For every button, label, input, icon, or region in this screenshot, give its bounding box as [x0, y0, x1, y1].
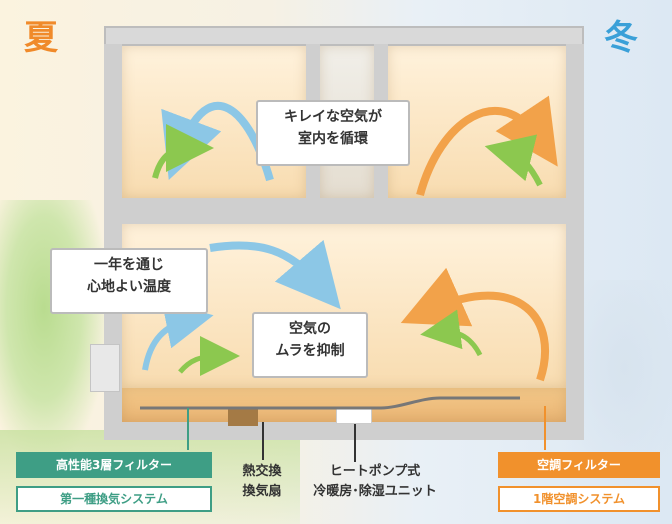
label-heat-pump-line1: ヒートポンプ式	[329, 464, 421, 479]
outdoor-unit	[90, 344, 120, 392]
floor-slab	[104, 198, 584, 224]
duct-line	[140, 396, 520, 410]
tag-ventilation-system: 第一種換気システム	[16, 486, 212, 512]
lower-blue-arrow	[209, 239, 341, 310]
label-heat-pump: ヒートポンプ式 冷暖房･除湿ユニット	[300, 462, 450, 502]
summer-tree	[0, 200, 110, 470]
upper-right-orange-arrow	[416, 95, 558, 197]
callout-comfort: 一年を通じ 心地よい温度	[50, 248, 208, 314]
upper-right-green-arrow	[484, 134, 543, 187]
upper-left-green-arrow	[152, 124, 214, 179]
label-heat-exchanger: 熱交換 換気扇	[222, 462, 302, 502]
label-heat-exchanger-line1: 熱交換	[242, 464, 282, 479]
callout-comfort-line2: 心地よい温度	[87, 279, 171, 295]
lower-right-green-arrow	[420, 309, 483, 357]
callout-even-air-line1: 空気の	[289, 321, 331, 337]
callout-comfort-line1: 一年を通じ	[94, 257, 164, 273]
winter-label: 冬	[604, 18, 638, 58]
lower-left-green-arrow	[178, 336, 240, 377]
callout-clean-air-line2: 室内を循環	[298, 131, 368, 147]
summer-label: 夏	[24, 18, 58, 58]
tag-filter-3layer: 高性能3層フィルター	[16, 452, 212, 478]
heat-exchanger-unit	[228, 408, 258, 426]
roof	[104, 26, 584, 46]
lower-left-blue-arrow	[142, 301, 214, 371]
foundation	[104, 422, 584, 440]
tag-ac-system: 1階空調システム	[498, 486, 660, 512]
outer-wall-left	[104, 44, 122, 440]
callout-even-air: 空気の ムラを抑制	[252, 312, 368, 378]
outer-wall-right	[566, 44, 584, 440]
label-heat-exchanger-line2: 換気扇	[242, 484, 282, 499]
label-heat-pump-line2: 冷暖房･除湿ユニット	[313, 484, 437, 499]
callout-clean-air: キレイな空気が 室内を循環	[256, 100, 410, 166]
tag-ac-filter: 空調フィルター	[498, 452, 660, 478]
callout-clean-air-line1: キレイな空気が	[284, 109, 382, 125]
callout-even-air-line2: ムラを抑制	[275, 343, 345, 359]
lower-right-orange-arrow	[400, 267, 549, 382]
